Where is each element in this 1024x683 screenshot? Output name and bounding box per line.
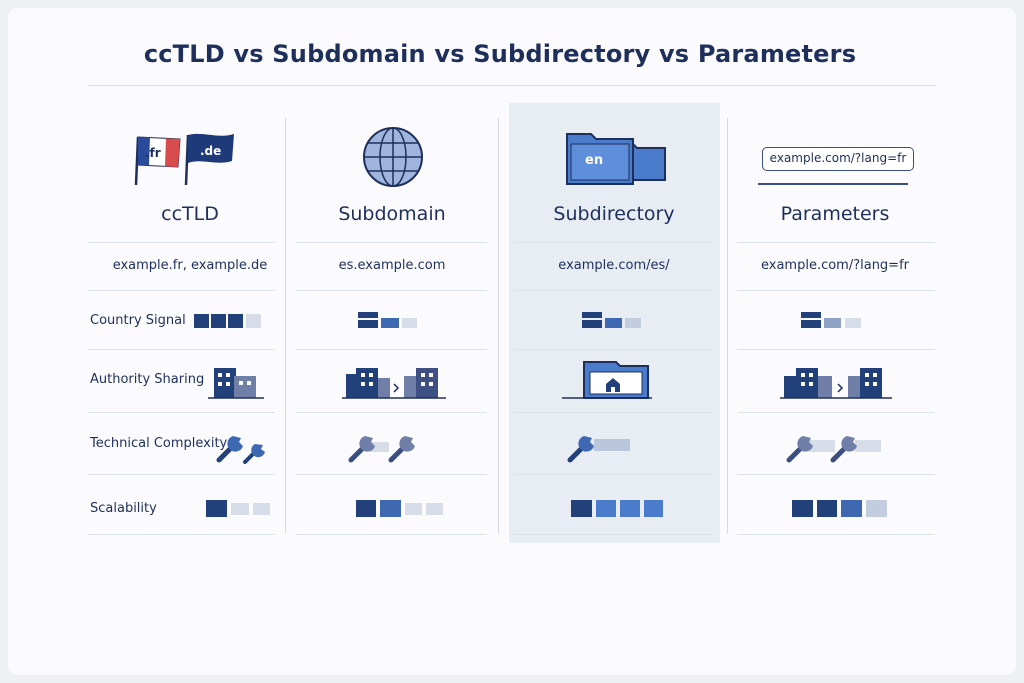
signal-bar <box>246 314 261 328</box>
folder-label: en <box>585 153 604 168</box>
scalability-bar <box>356 500 376 517</box>
signal-bar <box>358 320 378 328</box>
scalability-bar <box>817 500 837 517</box>
column-title-subdirectory: Subdirectory <box>553 203 675 225</box>
page-title: ccTLD vs Subdomain vs Subdirectory vs Pa… <box>143 40 857 68</box>
subdomain-url: es.example.com <box>338 258 446 273</box>
row-divider <box>513 290 713 291</box>
scalability-bar <box>380 500 401 517</box>
title-divider <box>88 85 936 86</box>
signal-bar <box>824 318 841 328</box>
row-divider <box>296 290 487 291</box>
scalability-bar <box>596 500 616 517</box>
signal-bar <box>605 318 622 328</box>
row-label-scalability: Scalability <box>90 501 157 516</box>
scalability-bar <box>253 503 270 515</box>
row-divider <box>88 349 275 350</box>
parameters-url: example.com/?lang=fr <box>760 258 909 273</box>
scalability-bar <box>206 500 227 517</box>
signal-bar <box>194 314 209 328</box>
row-label-country-signal: Country Signal <box>90 313 186 328</box>
scalability-bar <box>571 500 592 517</box>
column-title-subdomain: Subdomain <box>338 203 446 225</box>
signal-bar <box>801 312 821 318</box>
cctld-url: example.fr, example.de <box>112 258 268 273</box>
scalability-bar <box>620 500 640 517</box>
signal-bar <box>582 312 602 318</box>
building-icon <box>342 368 446 399</box>
row-label-technical-complexity: Technical Complexity <box>90 436 228 451</box>
row-divider <box>296 349 487 350</box>
column-divider <box>727 118 728 534</box>
signal-bar <box>402 318 417 328</box>
row-divider <box>88 474 275 475</box>
building-icon <box>208 368 264 399</box>
building-icon <box>780 368 892 399</box>
signal-bar <box>801 320 821 328</box>
wrench-icon <box>348 436 415 463</box>
row-divider <box>296 534 487 535</box>
scalability-bar <box>426 503 443 515</box>
row-divider <box>296 474 487 475</box>
scalability-bar <box>644 500 663 517</box>
scalability-bar <box>405 503 422 515</box>
column-title-parameters: Parameters <box>780 203 890 225</box>
row-divider <box>737 290 935 291</box>
row-divider <box>737 534 935 535</box>
signal-bar <box>381 318 399 328</box>
wrench-icon <box>786 436 881 463</box>
row-divider <box>88 412 275 413</box>
row-divider <box>513 412 713 413</box>
scalability-bar <box>841 500 862 517</box>
folder-icon <box>566 133 666 185</box>
signal-bar <box>211 314 226 328</box>
row-label-authority-sharing: Authority Sharing <box>90 372 205 387</box>
row-divider <box>513 474 713 475</box>
row-divider <box>513 242 713 243</box>
folder-building-icon <box>562 361 652 399</box>
signal-bar <box>845 318 861 328</box>
flags-icon <box>134 133 234 186</box>
parameter-url-box: example.com/?lang=fr <box>762 147 914 171</box>
row-divider <box>737 412 935 413</box>
row-divider <box>88 290 275 291</box>
wrench-icon <box>567 436 630 463</box>
row-divider <box>88 534 275 535</box>
row-divider <box>296 242 487 243</box>
flag-label-fr: .fr <box>145 146 161 160</box>
column-divider <box>285 118 286 534</box>
row-divider <box>88 242 275 243</box>
row-divider <box>513 534 713 535</box>
row-divider <box>737 242 935 243</box>
signal-bar <box>358 312 378 318</box>
globe-icon <box>363 127 423 187</box>
scalability-bar <box>792 500 813 517</box>
row-divider <box>737 349 935 350</box>
signal-bar <box>228 314 243 328</box>
row-divider <box>513 349 713 350</box>
wrench-icon <box>216 436 265 464</box>
subdirectory-url: example.com/es/ <box>558 258 670 273</box>
row-divider <box>737 474 935 475</box>
row-divider <box>296 412 487 413</box>
scalability-bar <box>231 503 249 515</box>
parameter-underline <box>758 183 908 185</box>
signal-bar <box>625 318 641 328</box>
column-title-cctld: ccTLD <box>161 203 219 225</box>
signal-bar <box>582 320 602 328</box>
scalability-bar <box>866 500 887 517</box>
column-divider <box>498 118 499 534</box>
flag-label-de: .de <box>200 144 222 158</box>
